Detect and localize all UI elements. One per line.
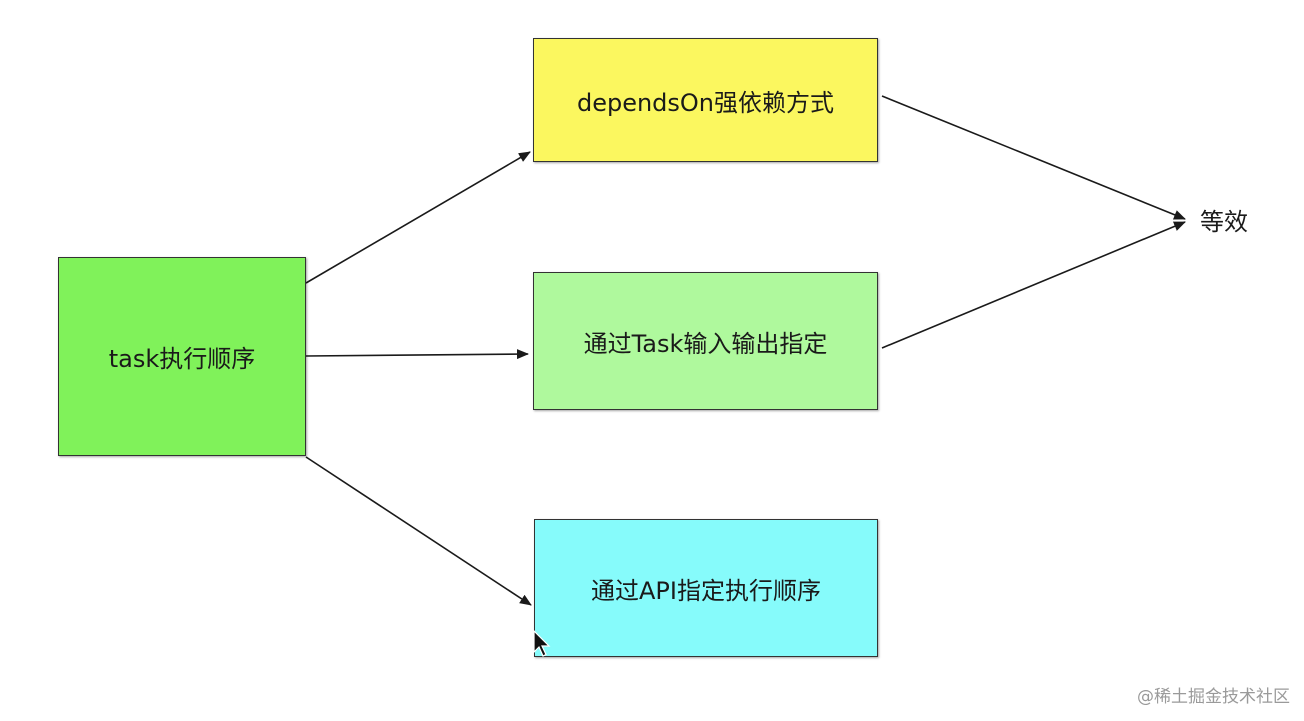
edge-task-to-api [305, 456, 532, 606]
task-order-label: task执行顺序 [108, 345, 256, 373]
depends-on-node: dependsOn强依赖方式 [533, 38, 878, 162]
depends-on-label: dependsOn强依赖方式 [576, 88, 835, 117]
equivalent-label: 等效 [1200, 208, 1248, 236]
watermark: @稀土掘金技术社区 [1137, 687, 1290, 707]
api-label: 通过API指定执行顺序 [591, 576, 821, 605]
task-io-label: 通过Task输入输出指定 [583, 329, 828, 358]
mouse-pointer-icon [533, 630, 551, 657]
task-io-node: 通过Task输入输出指定 [533, 272, 878, 410]
task-order-node: task执行顺序 [58, 257, 306, 456]
edge-depends-on-to-result [881, 95, 1186, 220]
edge-task-to-depends-on [305, 151, 531, 284]
edge-task-io-to-result [881, 221, 1186, 349]
api-node: 通过API指定执行顺序 [534, 519, 878, 657]
edge-task-to-task-io [305, 349, 529, 360]
